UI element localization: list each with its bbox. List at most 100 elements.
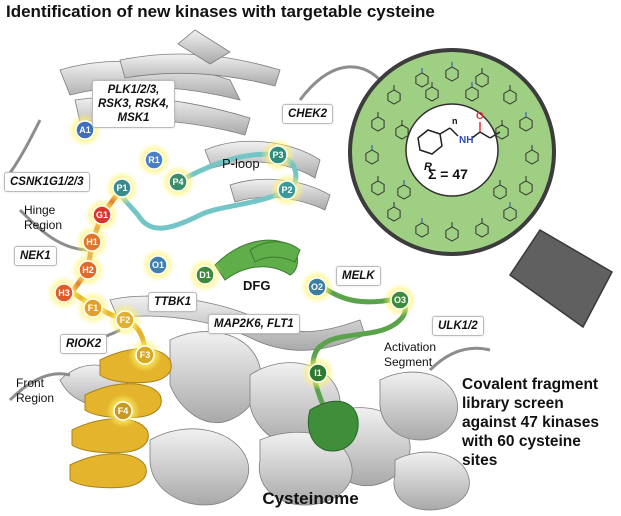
- cysteine-node-f2: F2: [115, 310, 135, 330]
- callout-ulk: ULK1/2: [432, 316, 484, 336]
- cysteine-node-i1: I1: [308, 363, 328, 383]
- node-label-p3: P3: [272, 150, 283, 160]
- summary-line-2: library screen: [462, 395, 564, 412]
- callout-csnk1g: CSNK1G1/2/3: [4, 172, 90, 192]
- callout-melk: MELK: [336, 266, 381, 286]
- summary-line-4: with 60 cysteine: [462, 433, 581, 450]
- scaffold-o-label: O: [476, 111, 484, 122]
- callout-plk-line-1: PLK1/2/3,: [107, 84, 160, 96]
- scaffold-bond-1: [439, 127, 451, 135]
- node-label-f4: F4: [118, 406, 129, 416]
- callout-plk-rsk-msk: PLK1/2/3, RSK3, RSK4, MSK1: [92, 80, 175, 128]
- node-circle-h3: [54, 283, 74, 303]
- node-circle-a1: [75, 120, 95, 140]
- node-circle-f4: [113, 401, 133, 421]
- node-label-f1: F1: [88, 303, 99, 313]
- cysteine-node-f3: F3: [135, 345, 155, 365]
- node-label-p1: P1: [116, 183, 127, 193]
- node-circle-h2: [78, 260, 98, 280]
- cysteine-node-g1: G1: [92, 205, 112, 225]
- magnifier-handle: [508, 228, 613, 329]
- node-label-d1: D1: [199, 270, 211, 280]
- callout-chek2: CHEK2: [282, 104, 333, 124]
- node-circle-o3: [390, 290, 410, 310]
- region-label-dfg: DFG: [243, 278, 271, 293]
- cysteine-node-f4: F4: [113, 401, 133, 421]
- node-circle-p1: [112, 178, 132, 198]
- node-circle-f2: [115, 310, 135, 330]
- region-label-hinge: Hinge Region: [24, 203, 62, 233]
- callout-nek1: NEK1: [14, 246, 57, 266]
- node-label-h2: H2: [82, 265, 94, 275]
- cysteine-node-h3: H3: [54, 283, 74, 303]
- node-circle-p4: [168, 172, 188, 192]
- callout-riok2: RIOK2: [60, 334, 108, 354]
- cysteine-node-h1: H1: [82, 232, 102, 252]
- node-label-p2: P2: [281, 185, 292, 195]
- scaffold-bond-2: [449, 127, 459, 137]
- region-label-activation-line-1: Activation: [384, 340, 437, 354]
- cysteine-node-p1: P1: [112, 178, 132, 198]
- node-label-f2: F2: [120, 315, 131, 325]
- scaffold-bond-5: [489, 131, 501, 139]
- p-loop-backbone: [118, 151, 299, 231]
- cysteine-node-o3: O3: [390, 290, 410, 310]
- node-label-o1: O1: [152, 260, 164, 270]
- node-circle-r1: [144, 150, 164, 170]
- node-label-h1: H1: [86, 237, 98, 247]
- fragment-count: Σ = 47: [428, 166, 468, 182]
- node-label-a1: A1: [79, 125, 91, 135]
- callout-ttbk1: TTBK1: [148, 292, 198, 312]
- cysteine-node-p3: P3: [268, 145, 288, 165]
- cysteine-node-p2: P2: [277, 180, 297, 200]
- node-label-r1: R1: [148, 155, 160, 165]
- node-label-p4: P4: [172, 177, 183, 187]
- node-label-o3: O3: [394, 295, 406, 305]
- scaffold-bond-3: [471, 131, 481, 139]
- region-label-front-line-1: Front: [16, 376, 45, 390]
- cysteine-node-f1: F1: [83, 298, 103, 318]
- summary-line-3: against 47 kinases: [462, 414, 599, 431]
- node-circle-d1: [195, 265, 215, 285]
- node-label-g1: G1: [96, 210, 108, 220]
- node-label-h3: H3: [58, 288, 70, 298]
- cysteinome-label: Cysteinome: [262, 489, 359, 508]
- region-label-front-line-2: Region: [16, 391, 55, 405]
- warhead-core-circle: [405, 103, 499, 197]
- node-circle-p2: [277, 180, 297, 200]
- cysteine-node-o2: O2: [307, 277, 327, 297]
- scaffold-n-label: n: [452, 116, 458, 126]
- region-label-hinge-line-2: Region: [24, 218, 63, 232]
- cysteine-node-d1: D1: [195, 265, 215, 285]
- summary-line-5: sites: [462, 452, 498, 469]
- node-circle-g1: [92, 205, 112, 225]
- scaffold-nh-label: NH: [459, 135, 473, 146]
- cysteine-node-a1: A1: [75, 120, 95, 140]
- region-label-activation-line-2: Segment: [384, 355, 433, 369]
- activation-helix: [307, 400, 359, 452]
- region-label-front: Front Region: [16, 376, 54, 406]
- scaffold-bond-4: [479, 131, 491, 139]
- cysteine-node-p4: P4: [168, 172, 188, 192]
- warhead-scaffold: R n NH O: [417, 111, 501, 173]
- cysteine-node-h2: H2: [78, 260, 98, 280]
- callout-plk-line-3: MSK1: [117, 112, 150, 124]
- node-circle-i1: [308, 363, 328, 383]
- figure-title: Identification of new kinases with targe…: [6, 2, 435, 21]
- summary-line-1: Covalent fragment: [462, 376, 599, 393]
- dfg-helix: [214, 239, 301, 281]
- node-circle-o1: [148, 255, 168, 275]
- region-label-hinge-line-1: Hinge: [24, 203, 56, 217]
- callout-plk-line-2: RSK3, RSK4,: [98, 98, 169, 110]
- node-label-i1: I1: [314, 368, 322, 378]
- node-label-f3: F3: [140, 350, 151, 360]
- region-label-p-loop: P-loop: [222, 156, 260, 171]
- cysteine-node-o1: O1: [148, 255, 168, 275]
- scaffold-ring: [417, 129, 443, 155]
- region-label-activation: Activation Segment: [384, 340, 436, 370]
- screen-summary: Covalent fragment library screen against…: [462, 375, 617, 470]
- node-circle-f3: [135, 345, 155, 365]
- node-circle-f1: [83, 298, 103, 318]
